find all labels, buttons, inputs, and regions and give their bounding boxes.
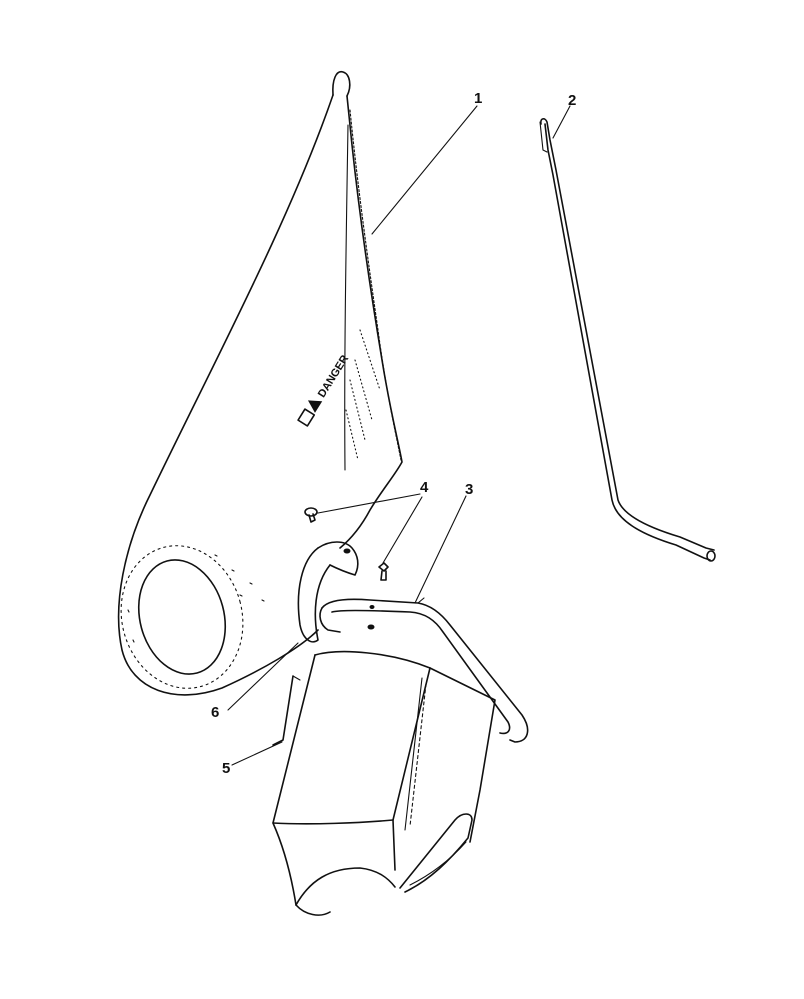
grass-bag: DANGER [117,71,403,696]
clip [297,541,359,643]
fasteners [304,507,389,581]
callout-5: 5 [222,760,230,777]
callout-2: 2 [568,92,576,109]
deflector [272,650,496,916]
leader-lines [227,105,571,766]
danger-label-text: DANGER [316,353,351,400]
callout-3: 3 [465,481,473,498]
callout-6: 6 [211,704,219,721]
danger-label: DANGER [297,353,351,427]
callout-numbers: 1 2 3 4 5 6 [211,90,576,777]
callout-4: 4 [420,479,429,496]
callout-1: 1 [474,90,482,107]
chute-frame [319,597,529,743]
support-rod [539,118,716,562]
